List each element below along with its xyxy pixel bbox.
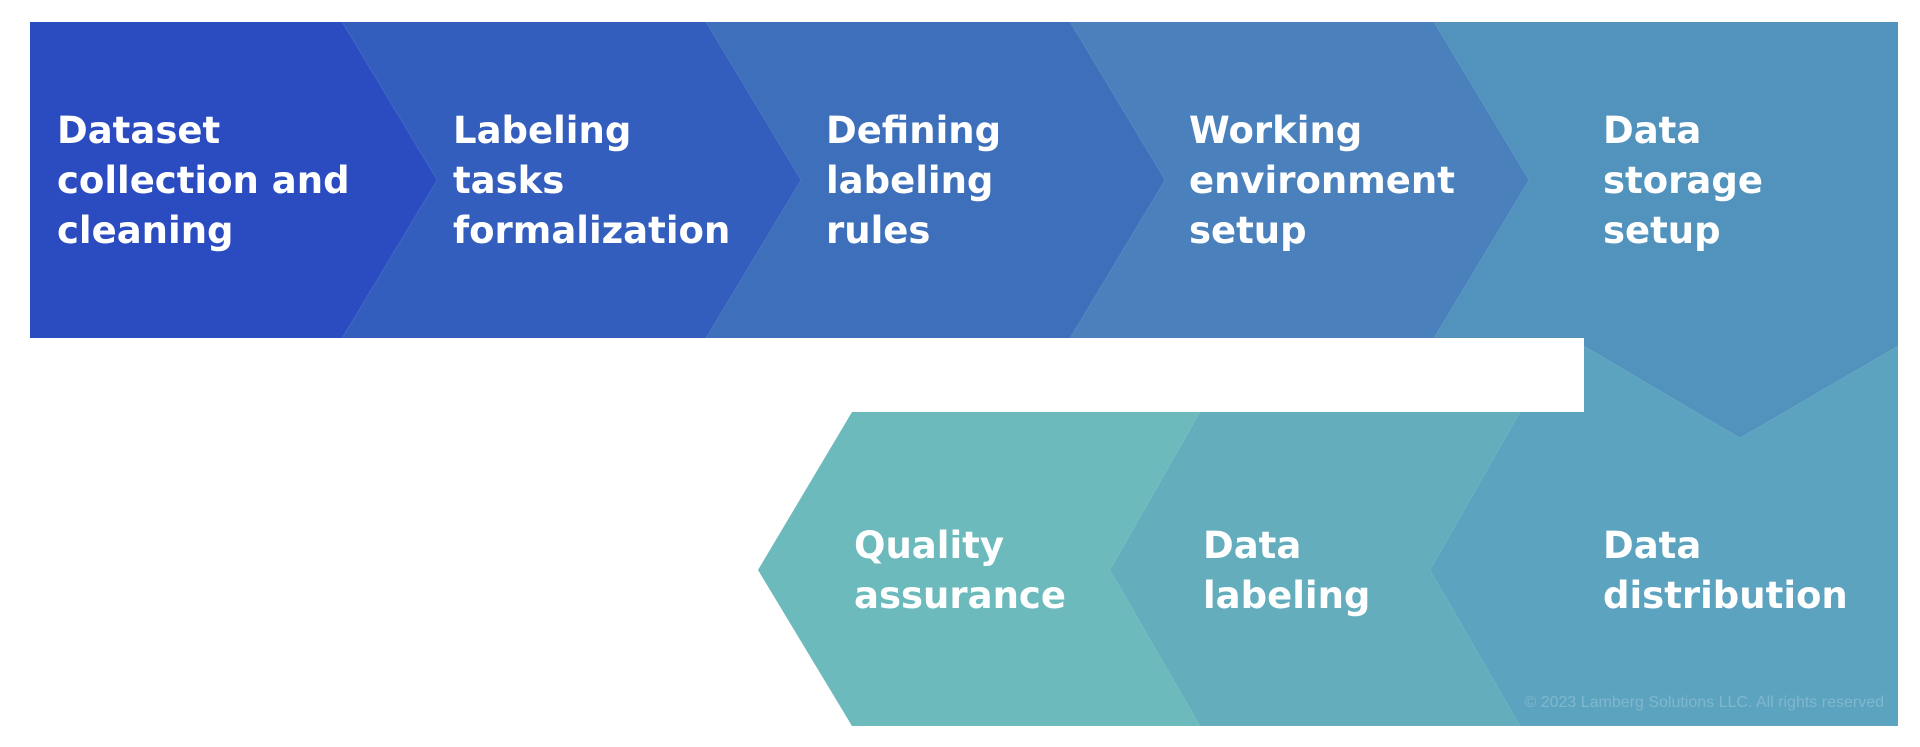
step-label-line: setup bbox=[1603, 209, 1721, 252]
step-label-line: assurance bbox=[854, 574, 1066, 617]
step-label-working-environment: Working environment setup bbox=[1189, 106, 1455, 256]
step-label-line: formalization bbox=[453, 209, 731, 252]
step-shape-defining-rules bbox=[706, 22, 1165, 338]
step-label-line: Quality bbox=[854, 524, 1004, 567]
step-shape-data-distribution bbox=[1430, 346, 1898, 726]
step-label-data-labeling: Data labeling bbox=[1203, 521, 1370, 621]
step-label-line: Data bbox=[1203, 524, 1302, 567]
step-label-line: distribution bbox=[1603, 574, 1848, 617]
step-label-line: rules bbox=[826, 209, 931, 252]
step-label-data-storage: Data storage setup bbox=[1603, 106, 1763, 256]
step-label-line: tasks bbox=[453, 159, 565, 202]
step-label-defining-rules: Defining labeling rules bbox=[826, 106, 1001, 256]
step-label-line: setup bbox=[1189, 209, 1307, 252]
step-shape-dataset-collection bbox=[30, 22, 437, 338]
step-label-dataset-collection: Dataset collection and cleaning bbox=[57, 106, 350, 256]
step-label-line: Defining bbox=[826, 109, 1002, 152]
step-shape-data-storage bbox=[1434, 22, 1898, 438]
step-label-quality-assurance: Quality assurance bbox=[854, 521, 1066, 621]
step-label-line: Labeling bbox=[453, 109, 632, 152]
step-shape-labeling-tasks bbox=[342, 22, 801, 338]
copyright-notice: © 2023 Lamberg Solutions LLC. All rights… bbox=[1524, 694, 1884, 711]
step-label-line: Working bbox=[1189, 109, 1363, 152]
step-label-line: cleaning bbox=[57, 209, 234, 252]
step-label-labeling-tasks: Labeling tasks formalization bbox=[453, 106, 730, 256]
step-label-line: Data bbox=[1603, 109, 1702, 152]
step-label-line: labeling bbox=[1203, 574, 1371, 617]
step-label-line: Data bbox=[1603, 524, 1702, 567]
step-label-line: collection and bbox=[57, 159, 350, 202]
step-label-line: labeling bbox=[826, 159, 994, 202]
step-shape-data-labeling bbox=[1110, 412, 1520, 726]
step-shape-quality-assurance bbox=[758, 412, 1200, 726]
step-label-data-distribution: Data distribution bbox=[1603, 521, 1848, 621]
step-shape-working-environment bbox=[1070, 22, 1529, 338]
step-label-line: Dataset bbox=[57, 109, 221, 152]
step-label-line: environment bbox=[1189, 159, 1455, 202]
step-label-line: storage bbox=[1603, 159, 1763, 202]
